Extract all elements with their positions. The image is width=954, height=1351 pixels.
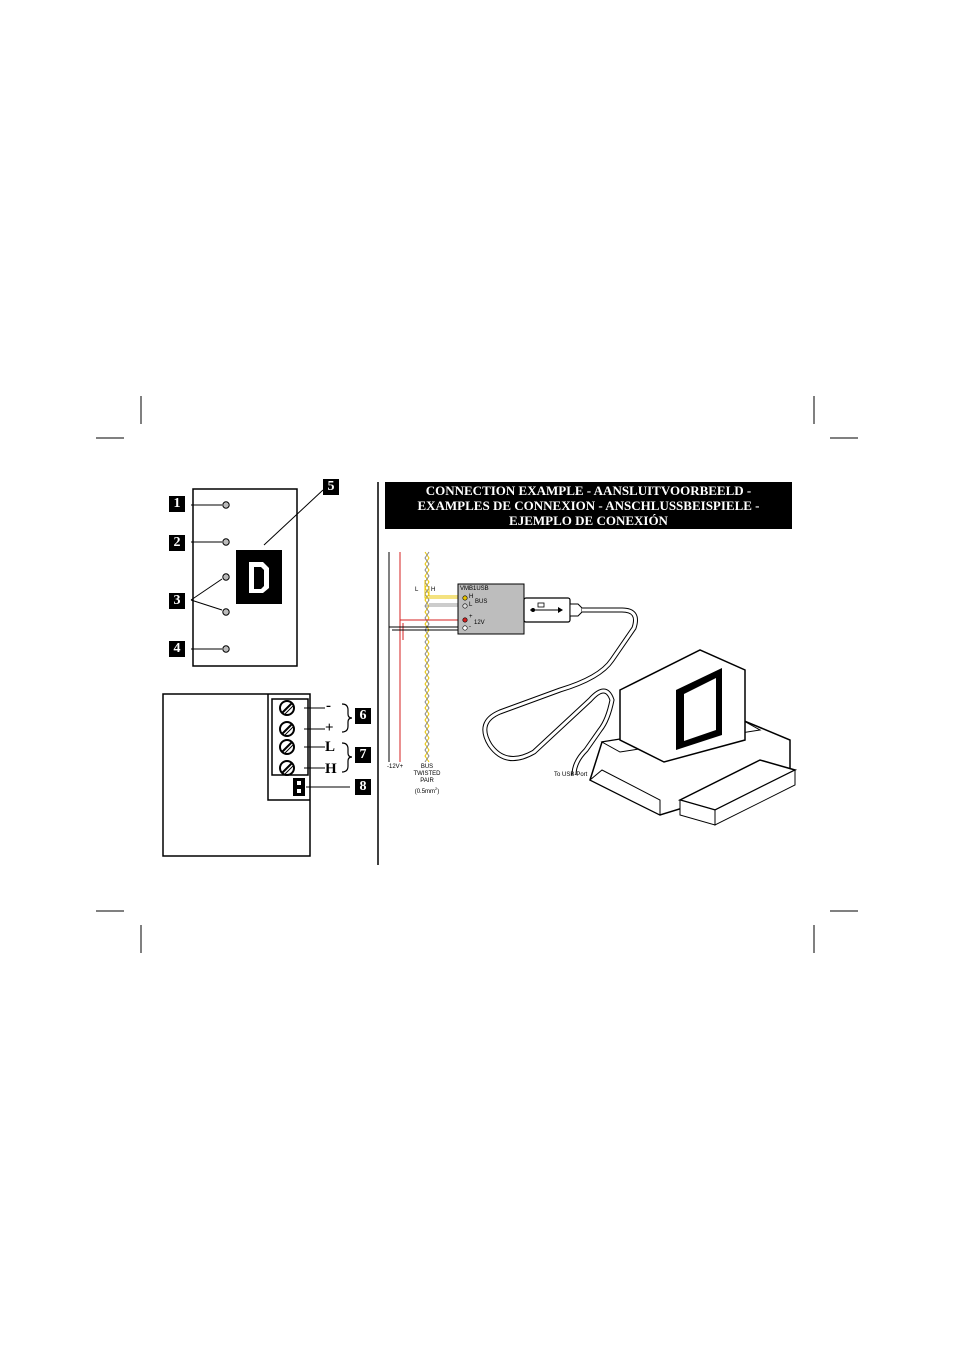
badge-7: 7 (355, 747, 371, 763)
pin-h-label: H (469, 594, 474, 600)
title-line-1: CONNECTION EXAMPLE - AANSLUITVOORBEELD - (425, 483, 752, 498)
led-4 (191, 645, 230, 653)
title-line-3: EJEMPLO DE CONEXIÓN (509, 513, 668, 528)
terminal-label-h: H (325, 761, 337, 777)
screw-terminal-l (279, 739, 325, 755)
usb-b-connector (236, 550, 282, 604)
led-2 (191, 538, 230, 546)
led-3b (222, 608, 230, 616)
pin-plus-label: + (469, 614, 473, 620)
usb-plug (523, 597, 583, 623)
badge-2: 2 (169, 535, 185, 551)
screw-terminal-plus (279, 721, 325, 737)
badge-6: 6 (355, 708, 371, 724)
device-name: VMB1USB (460, 586, 489, 592)
led-1 (191, 501, 230, 509)
badge-5: 5 (323, 479, 339, 495)
screw-terminal-minus (279, 700, 325, 716)
vmb1usb-device (457, 583, 525, 635)
bus-brace (341, 742, 353, 773)
connection-title: CONNECTION EXAMPLE - AANSLUITVOORBEELD -… (385, 482, 792, 529)
usb-port-label: To USB-Port (554, 772, 588, 778)
v12-label: 12V (474, 620, 485, 626)
pin-minus-label: - (469, 624, 471, 630)
terminal-label-l: L (325, 739, 336, 755)
title-line-2: EXAMPLES DE CONNEXION - ANSCHLUSSBEISPIE… (417, 498, 760, 513)
bus-caption: BUS TWISTED PAIR (0.5mm2) (413, 764, 441, 795)
wire-l-label: L (415, 587, 419, 593)
badge-8: 8 (355, 779, 371, 795)
supply-label: -12V+ (387, 764, 404, 770)
badge-1: 1 (169, 496, 185, 512)
jumper (293, 778, 350, 796)
screw-terminal-h (279, 760, 325, 776)
pin-l-label: L (469, 602, 473, 608)
bus-pin-label: BUS (475, 599, 488, 605)
wire-h-label: H (431, 587, 436, 593)
badge-5-pointer (263, 489, 324, 546)
terminal-label-minus: - (326, 698, 331, 714)
computer-illustration (589, 649, 798, 826)
badge-3: 3 (169, 593, 185, 609)
display-glyph (249, 560, 250, 561)
led-3-pointer (190, 578, 223, 611)
led-3a (222, 573, 230, 581)
badge-4: 4 (169, 641, 185, 657)
power-brace (341, 703, 353, 733)
terminal-label-plus: + (325, 720, 334, 736)
